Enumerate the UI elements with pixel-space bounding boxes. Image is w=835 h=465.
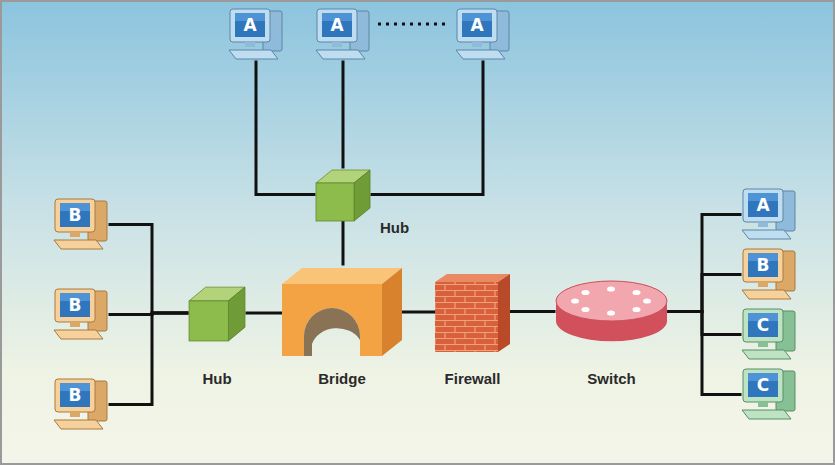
- network-cable: [110, 225, 187, 314]
- computer-icon: A: [454, 7, 512, 62]
- computer-letter: A: [748, 193, 778, 217]
- network-cable: [342, 62, 345, 167]
- firewall-device: Firewall: [435, 272, 510, 352]
- hub-cube: [314, 167, 372, 222]
- network-cable: [342, 222, 345, 264]
- device-label: Hub: [380, 219, 409, 236]
- switch-puck: [554, 279, 669, 344]
- computer-icon: C: [740, 307, 798, 362]
- network-cable: [372, 62, 483, 195]
- bridge-device: Bridge: [282, 264, 402, 356]
- hub-device: Hub: [187, 284, 247, 342]
- computer-letter: C: [748, 313, 778, 337]
- computer-letter: A: [235, 13, 265, 37]
- computer-letter: B: [60, 383, 90, 407]
- network-cable: [669, 215, 740, 312]
- firewall-wall: [435, 272, 510, 352]
- computer-icon: C: [740, 367, 798, 422]
- network-cable: [110, 313, 187, 405]
- computer-icon: A: [227, 7, 285, 62]
- computer-letter: B: [748, 253, 778, 277]
- network-cable: [256, 62, 314, 195]
- network-cable: [669, 275, 740, 312]
- switch-device: Switch: [554, 279, 669, 344]
- device-label: Bridge: [318, 370, 366, 387]
- computer-icon: A: [314, 7, 372, 62]
- computer-letter: B: [60, 293, 90, 317]
- network-cable: [669, 312, 740, 395]
- device-label: Switch: [587, 370, 635, 387]
- computer-icon: B: [52, 197, 110, 252]
- network-cable: [247, 312, 282, 315]
- ellipsis-dots: [378, 23, 450, 26]
- computer-letter: C: [748, 373, 778, 397]
- computer-icon: B: [740, 247, 798, 302]
- device-label: Firewall: [445, 370, 501, 387]
- computer-letter: B: [60, 203, 90, 227]
- computer-icon: B: [52, 287, 110, 342]
- device-label: Hub: [202, 370, 231, 387]
- computer-icon: A: [740, 187, 798, 242]
- bridge-arch: [282, 264, 402, 356]
- computer-icon: B: [52, 377, 110, 432]
- network-cable: [510, 310, 554, 313]
- computer-letter: A: [462, 13, 492, 37]
- network-cable: [402, 311, 435, 314]
- computer-letter: A: [322, 13, 352, 37]
- hub-cube: [187, 284, 247, 342]
- network-cable: [669, 312, 740, 335]
- hub-device: Hub: [314, 167, 372, 222]
